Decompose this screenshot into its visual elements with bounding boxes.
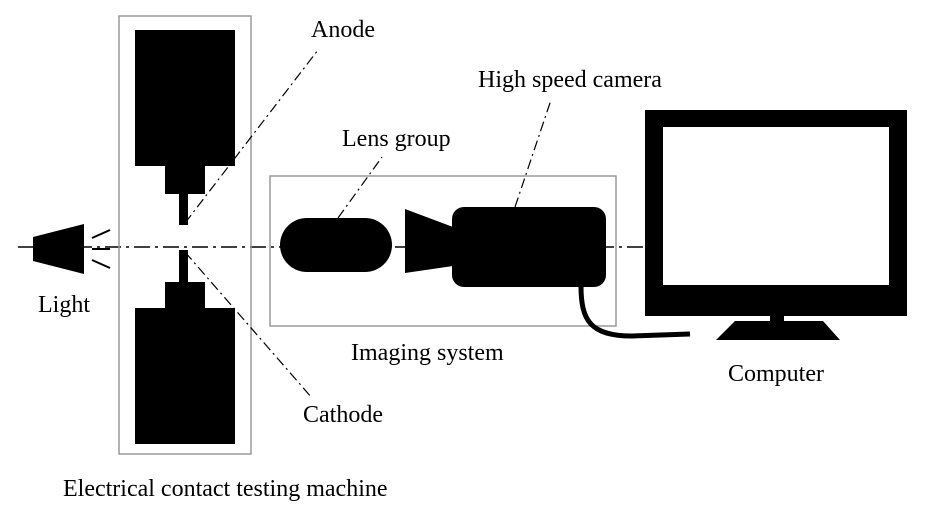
imaging-system-label: Imaging system (351, 340, 504, 366)
high-speed-camera (405, 207, 606, 287)
high-speed-camera-label: High speed camera (478, 67, 662, 93)
lens-group-leader-line (337, 156, 383, 219)
cathode-electrode (135, 250, 235, 444)
anode-label: Anode (311, 17, 375, 43)
camera-leader-line (514, 99, 552, 208)
anode-electrode (135, 30, 235, 225)
lens-group-label: Lens group (342, 126, 451, 152)
testing-machine-label: Electrical contact testing machine (63, 476, 388, 502)
cathode-label: Cathode (303, 402, 383, 428)
lens-group (280, 218, 392, 272)
camera-cable (578, 285, 691, 339)
anode-leader-line (184, 49, 319, 224)
computer-label: Computer (728, 361, 824, 387)
computer-monitor (645, 110, 907, 340)
cathode-leader-line (184, 251, 313, 399)
testing-machine-box (118, 15, 252, 455)
imaging-system-box (269, 175, 617, 327)
light-source (33, 224, 111, 274)
light-label: Light (38, 292, 90, 318)
